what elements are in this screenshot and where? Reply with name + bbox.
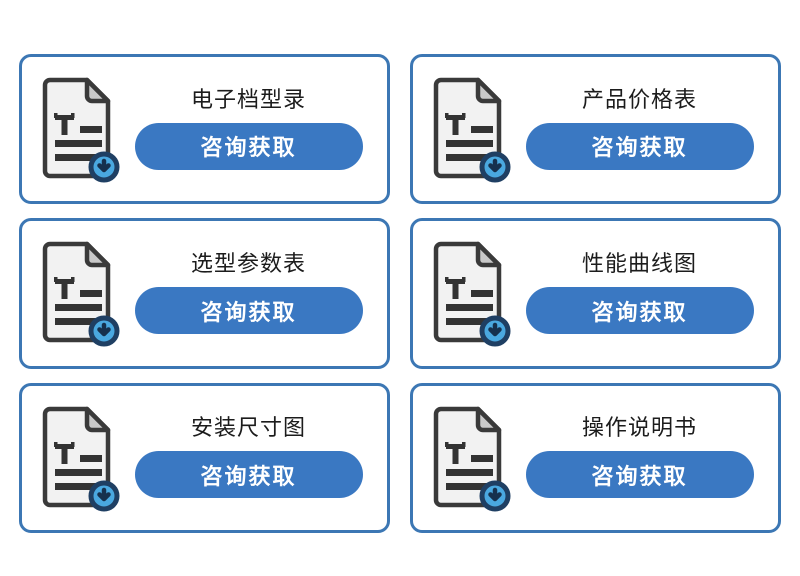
download-card[interactable]: 操作说明书 咨询获取 <box>410 382 781 533</box>
consult-button[interactable]: 咨询获取 <box>525 287 754 335</box>
card-title: 安装尺寸图 <box>190 416 306 442</box>
download-card[interactable]: 产品价格表 咨询获取 <box>410 54 781 205</box>
card-title: 操作说明书 <box>581 416 697 442</box>
consult-button[interactable]: 咨询获取 <box>134 451 363 499</box>
card-body: 安装尺寸图 咨询获取 <box>126 416 377 499</box>
download-card[interactable]: 选型参数表 咨询获取 <box>19 218 390 369</box>
card-body: 性能曲线图 咨询获取 <box>517 251 768 335</box>
consult-button[interactable]: 咨询获取 <box>134 287 363 335</box>
card-body: 产品价格表 咨询获取 <box>517 87 768 170</box>
card-title: 电子档型录 <box>190 87 306 113</box>
document-download-icon <box>431 77 511 183</box>
download-card[interactable]: 性能曲线图 咨询获取 <box>410 218 781 369</box>
card-title: 性能曲线图 <box>581 251 697 277</box>
download-card[interactable]: 安装尺寸图 咨询获取 <box>19 382 390 533</box>
document-download-icon <box>40 241 120 347</box>
document-download-icon <box>431 241 511 347</box>
document-download-icon <box>40 77 120 183</box>
download-card[interactable]: 电子档型录 咨询获取 <box>19 54 390 205</box>
consult-button[interactable]: 咨询获取 <box>525 451 754 499</box>
card-title: 选型参数表 <box>190 251 306 277</box>
consult-button[interactable]: 咨询获取 <box>134 122 363 170</box>
card-body: 操作说明书 咨询获取 <box>517 416 768 499</box>
document-download-icon <box>40 406 120 512</box>
document-download-icon <box>431 406 511 512</box>
download-card-grid: 电子档型录 咨询获取 产品 <box>19 54 781 533</box>
card-title: 产品价格表 <box>581 87 697 113</box>
consult-button[interactable]: 咨询获取 <box>525 122 754 170</box>
card-body: 电子档型录 咨询获取 <box>126 87 377 170</box>
card-body: 选型参数表 咨询获取 <box>126 251 377 335</box>
